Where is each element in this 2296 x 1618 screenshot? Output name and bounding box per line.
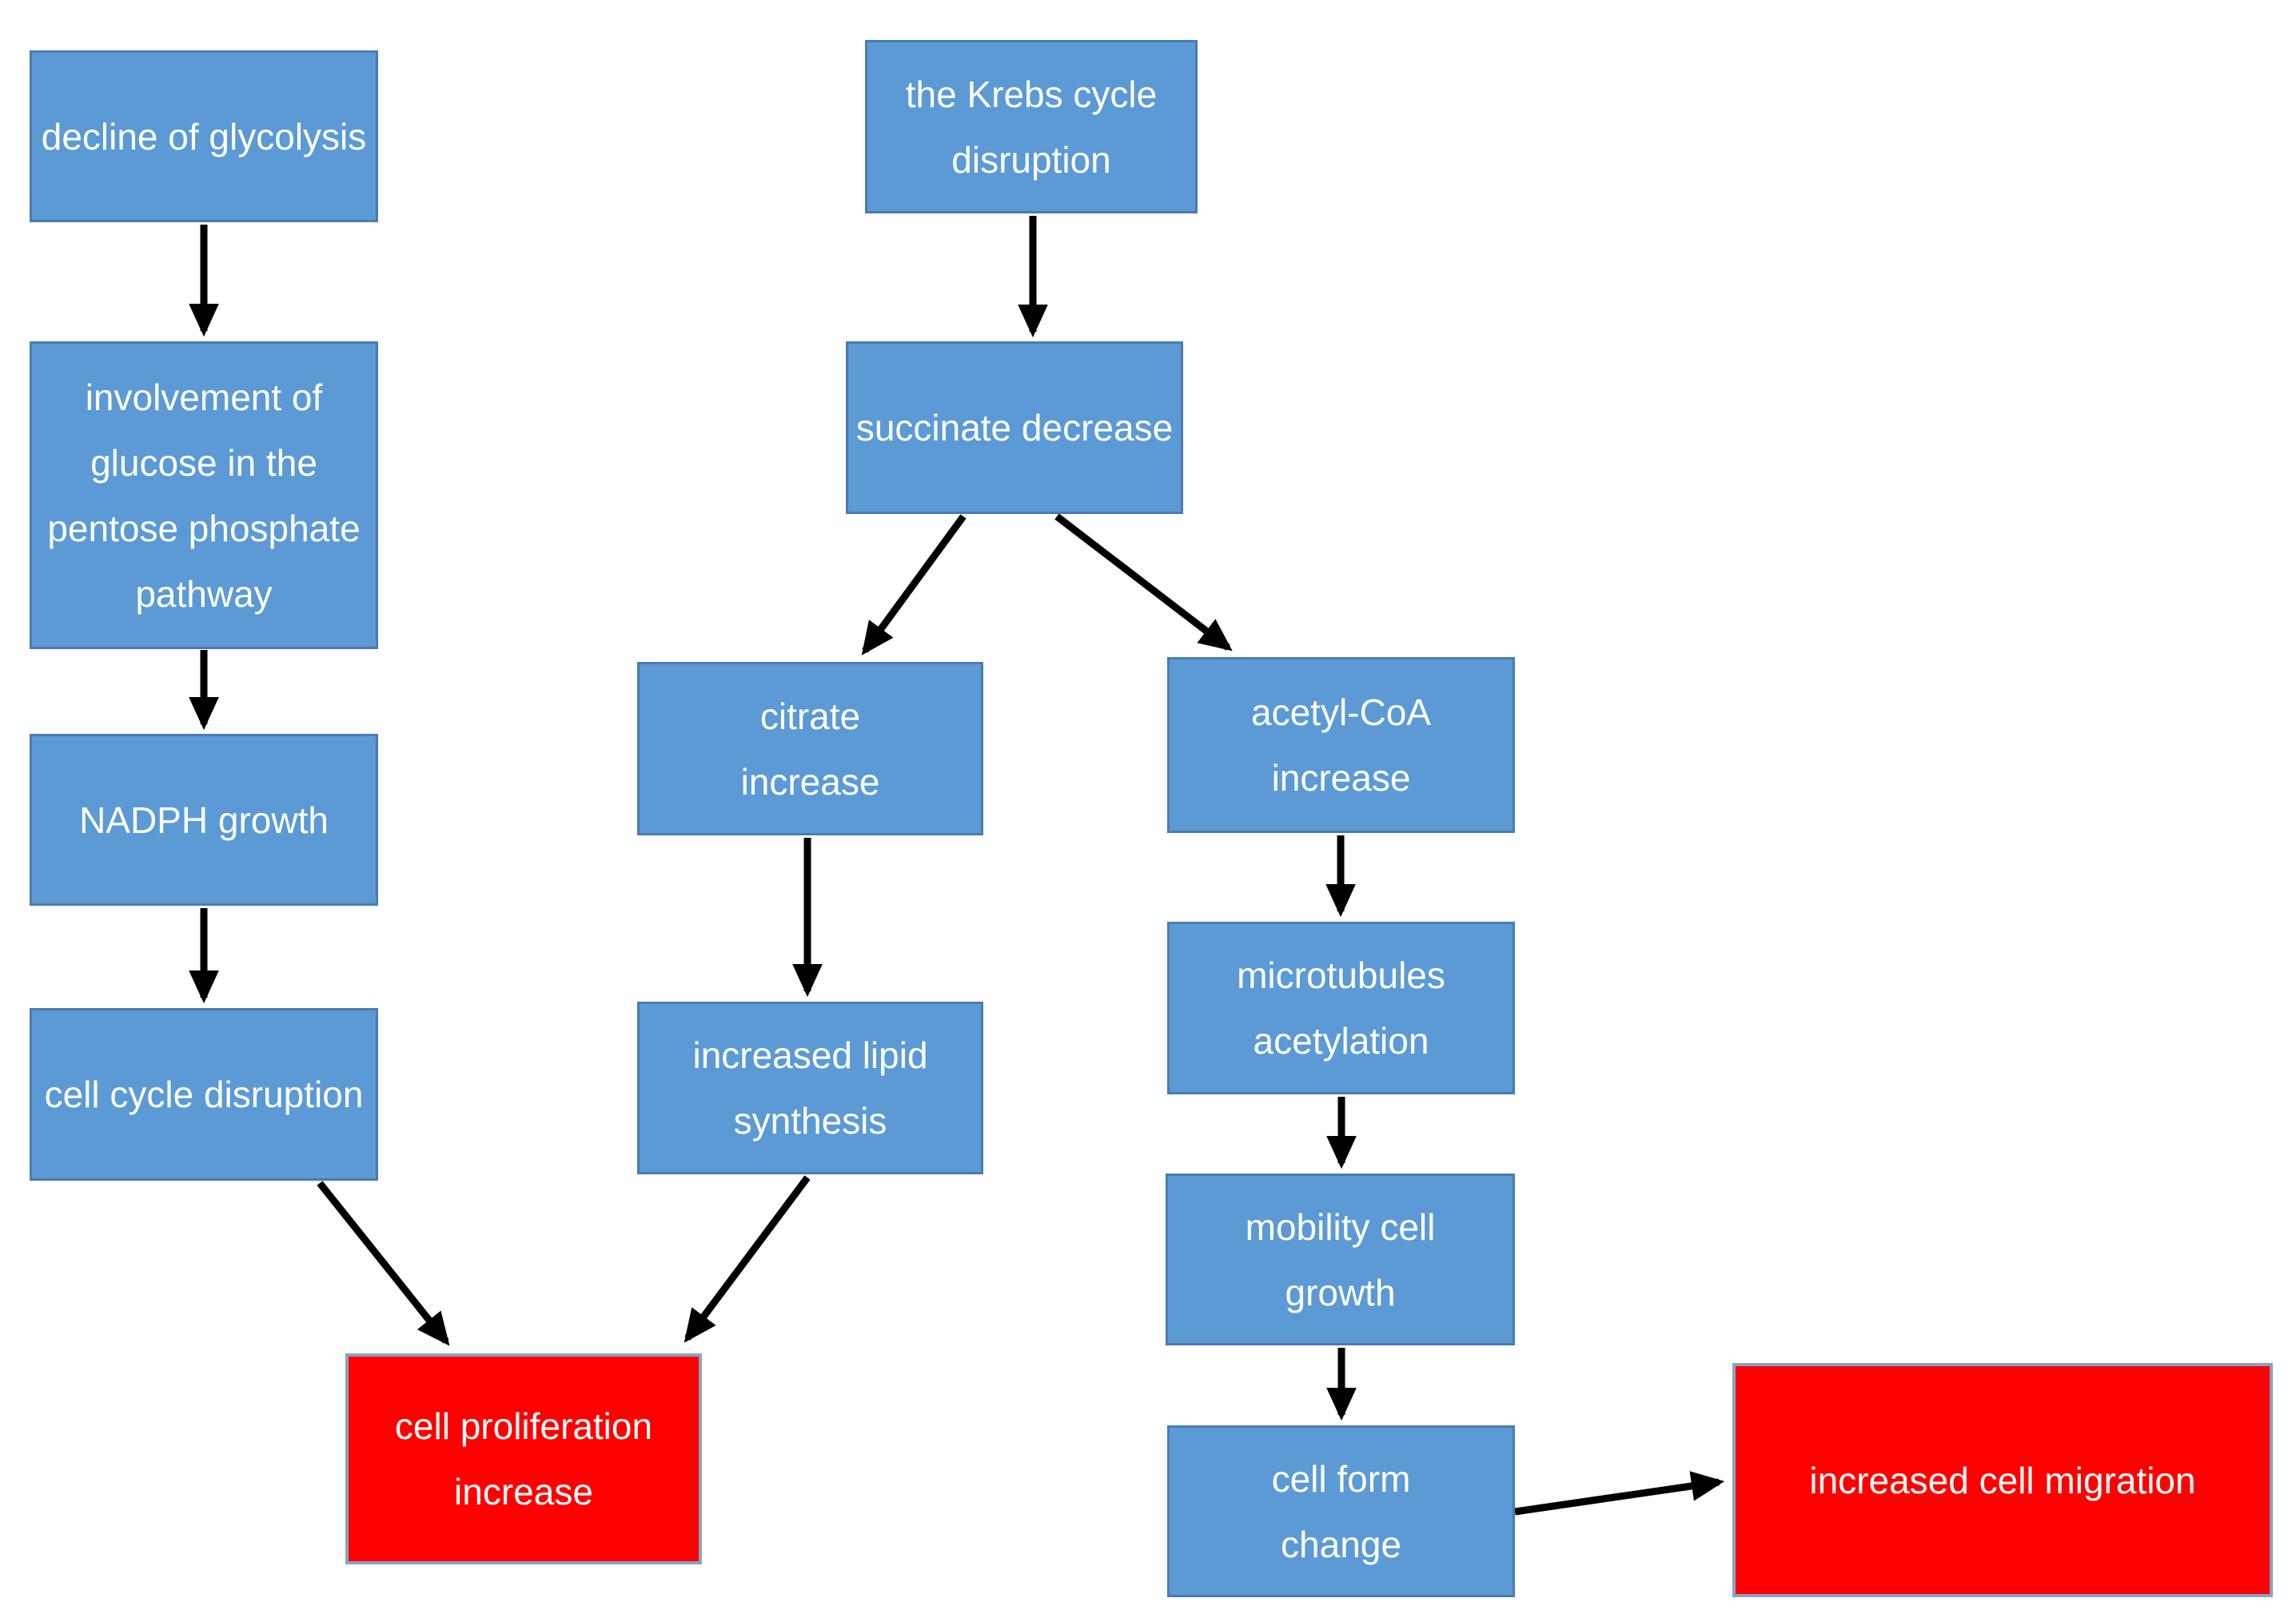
node-succinate-decrease: succinate decrease bbox=[846, 341, 1183, 514]
node-increased-cell-migration: increased cell migration bbox=[1732, 1363, 2273, 1597]
arrow-succinate-decrease-to-citrate-increase bbox=[861, 514, 967, 656]
node-label: involvement of glucose in the pentose ph… bbox=[47, 376, 361, 615]
node-label: cell form change bbox=[1271, 1457, 1411, 1565]
node-decline-of-glycolysis: decline of glycolysis bbox=[30, 50, 378, 222]
node-cell-cycle-disruption: cell cycle disruption bbox=[30, 1008, 378, 1181]
node-label: NADPH growth bbox=[79, 799, 329, 841]
node-increased-lipid-synthesis: increased lipid synthesis bbox=[637, 1002, 983, 1174]
arrow-cell-form-change-to-increased-cell-migration bbox=[1514, 1471, 1725, 1516]
node-label: citrate increase bbox=[740, 695, 880, 803]
node-label: cell cycle disruption bbox=[44, 1074, 364, 1115]
arrow-succinate-decrease-to-acetyl-coa-increase bbox=[1054, 513, 1233, 652]
node-label: the Krebs cycle disruption bbox=[905, 73, 1158, 181]
node-label: increased cell migration bbox=[1809, 1459, 2196, 1501]
node-label: succinate decrease bbox=[855, 407, 1174, 448]
node-label: microtubules acetylation bbox=[1237, 954, 1445, 1062]
node-microtubules-acetylation: microtubules acetylation bbox=[1167, 922, 1515, 1094]
node-pentose-phosphate-involvement: involvement of glucose in the pentose ph… bbox=[30, 341, 378, 649]
node-label: decline of glycolysis bbox=[41, 115, 367, 157]
node-label: increased lipid synthesis bbox=[692, 1034, 928, 1142]
node-nadph-growth: NADPH growth bbox=[30, 734, 378, 906]
node-label: cell proliferation increase bbox=[394, 1405, 653, 1512]
node-label: mobility cell growth bbox=[1245, 1206, 1436, 1313]
node-label: acetyl-CoA increase bbox=[1251, 691, 1431, 799]
node-krebs-cycle-disruption: the Krebs cycle disruption bbox=[865, 40, 1198, 213]
node-cell-form-change: cell form change bbox=[1167, 1425, 1515, 1597]
arrow-increased-lipid-synthesis-to-cell-proliferation-increase bbox=[684, 1175, 811, 1343]
arrow-cell-cycle-disruption-to-cell-proliferation-increase bbox=[317, 1181, 450, 1346]
node-acetyl-coa-increase: acetyl-CoA increase bbox=[1167, 657, 1515, 833]
node-citrate-increase: citrate increase bbox=[637, 662, 983, 835]
node-mobility-cell-growth: mobility cell growth bbox=[1166, 1174, 1515, 1345]
node-cell-proliferation-increase: cell proliferation increase bbox=[345, 1353, 702, 1564]
